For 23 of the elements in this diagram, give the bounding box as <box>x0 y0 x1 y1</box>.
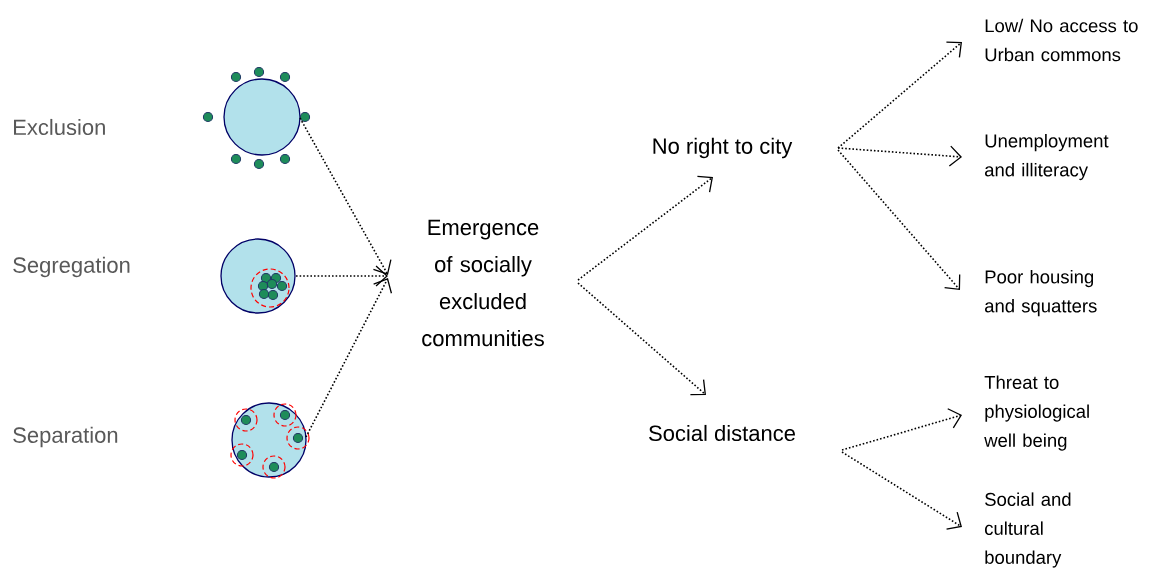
arrow <box>837 145 962 167</box>
arrow <box>841 408 962 451</box>
side-label: Segregation <box>13 256 130 278</box>
text-label: Threat to physiological well being <box>984 375 1089 451</box>
arrow <box>577 282 706 396</box>
arrow <box>305 278 393 438</box>
circle-drawing <box>230 402 310 479</box>
text-label: Social distance <box>649 424 795 442</box>
side-label: Exclusion <box>14 118 105 136</box>
arrow <box>837 149 961 290</box>
arrow <box>295 265 388 287</box>
text-label: Unemployment and illiteracy <box>985 133 1109 181</box>
text-label: Emergence of socially excluded communities <box>422 219 544 347</box>
arrow <box>299 117 392 275</box>
arrow <box>577 175 713 281</box>
circle-drawing <box>220 238 296 314</box>
text-label: Social and cultural boundary <box>985 492 1071 568</box>
arrow <box>841 451 962 530</box>
text-label: Low/ No access to Urban commons <box>985 18 1138 62</box>
side-label: Separation <box>13 426 118 448</box>
text-label: Poor housing and squatters <box>985 269 1097 317</box>
text-label: No right to city <box>653 137 793 159</box>
circle-drawing <box>202 66 311 170</box>
